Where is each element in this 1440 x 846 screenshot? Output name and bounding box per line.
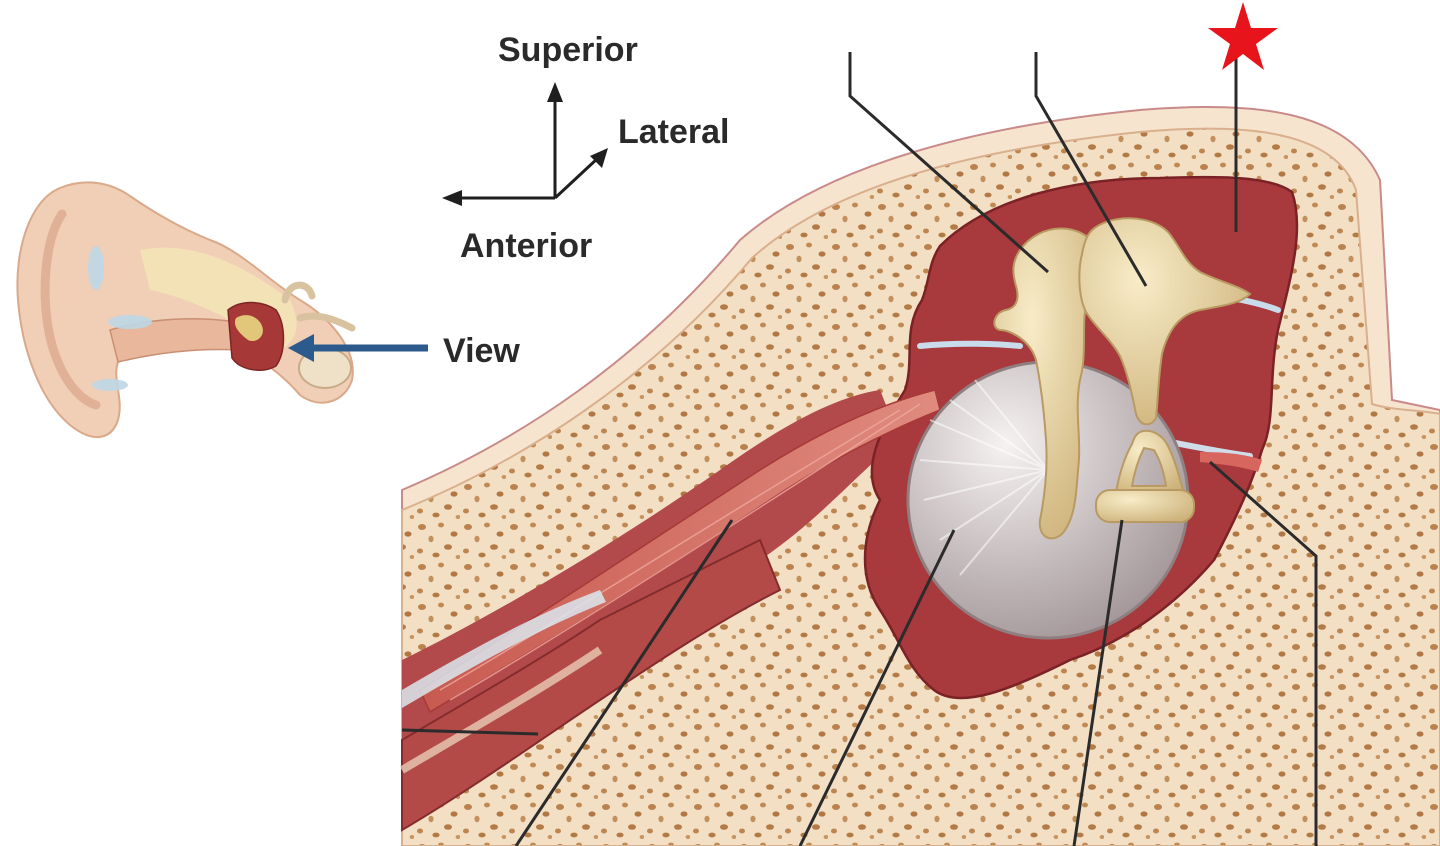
- view-arrow: [288, 334, 428, 362]
- lateral-arrowhead: [590, 148, 608, 168]
- anterior-arrowhead: [442, 190, 462, 206]
- tendon-anterior: [917, 340, 1023, 349]
- leader-lines: [401, 52, 1318, 846]
- superior-label: Superior: [498, 31, 638, 69]
- tube-cartilage: [402, 590, 606, 708]
- leader-line-incus: [1034, 52, 1148, 287]
- auditory-tube: [401, 538, 782, 832]
- middle-ear-section: [399, 105, 1440, 846]
- view-arrowhead: [288, 334, 314, 362]
- inset-ear-illustration: [16, 181, 356, 439]
- inset-cartilage-3: [92, 379, 128, 391]
- leader-line-stapes: [1072, 519, 1124, 846]
- muscle-fibers: [439, 403, 921, 701]
- auricle-fold: [40, 209, 101, 410]
- anterior-label: Anterior: [460, 227, 592, 265]
- inset-cartilage-2: [108, 315, 152, 329]
- leader-line-malleus: [848, 52, 1049, 274]
- stapes-footplate: [1095, 489, 1195, 523]
- lateral-label: Lateral: [618, 113, 730, 151]
- tube-lining: [399, 646, 603, 774]
- incus: [1078, 217, 1252, 426]
- star-icon: [1208, 2, 1278, 70]
- tympanic-membrane-rays: [919, 379, 1049, 576]
- leader-line-membrane: [798, 529, 956, 846]
- inset-semicircular-canals: [281, 281, 356, 332]
- superior-arrowhead: [547, 82, 563, 102]
- stapedius-muscle: [1200, 452, 1262, 472]
- orientation-compass: [442, 82, 608, 206]
- leader-line-muscle: [514, 519, 734, 846]
- inset-ossicles: [234, 315, 263, 342]
- view-label: View: [443, 332, 520, 370]
- inset-cartilage-1: [88, 246, 104, 290]
- auricle: [16, 181, 354, 439]
- leader-line-stapedius: [1209, 460, 1318, 846]
- leader-line-tube: [401, 728, 539, 736]
